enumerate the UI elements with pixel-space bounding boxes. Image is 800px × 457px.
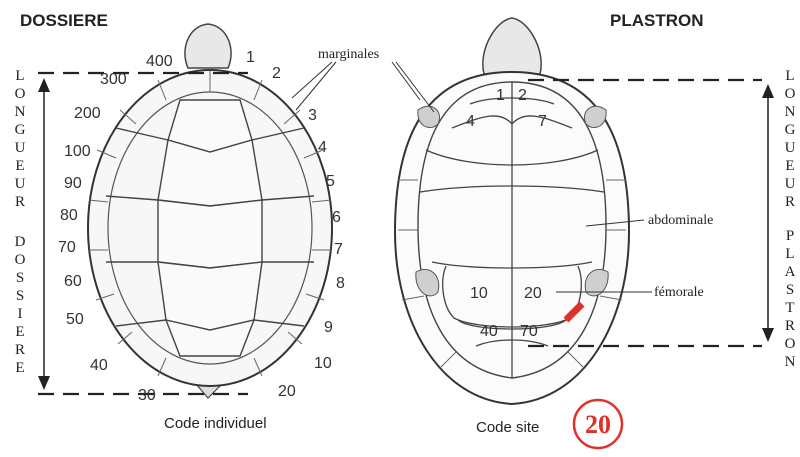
marginal-code-80: 80 <box>60 207 78 224</box>
arrow-down-icon <box>762 328 774 342</box>
dossiere-letter: S <box>16 270 24 286</box>
plastron-letter: R <box>785 318 795 334</box>
marginal-code-3: 3 <box>308 107 317 124</box>
marginal-code-7: 7 <box>334 241 343 258</box>
dossiere-letter: U <box>15 176 26 192</box>
plastron-letter: N <box>785 354 796 370</box>
plastron-letter: P <box>786 228 794 244</box>
marginal-code-30: 30 <box>138 387 156 404</box>
scute-code-1: 1 <box>496 87 505 104</box>
scute-code-70: 70 <box>520 323 538 340</box>
marginales-pointers <box>292 62 434 112</box>
dossiere-letter: N <box>15 104 26 120</box>
dossiere-letter: O <box>15 252 26 268</box>
dossiere-letter: E <box>15 360 24 376</box>
plastron-letter: A <box>785 264 796 280</box>
plastron-letter: R <box>785 194 795 210</box>
dossiere-letter: D <box>15 234 26 250</box>
plastron-letter: N <box>785 104 796 120</box>
marginal-code-70: 70 <box>58 239 76 256</box>
scute-code-10: 10 <box>470 285 488 302</box>
plastron-letter: E <box>785 158 794 174</box>
marginal-code-9: 9 <box>324 319 333 336</box>
arrow-down-icon <box>38 376 50 390</box>
marginal-code-1: 1 <box>246 49 255 66</box>
abdominale-label: abdominale <box>648 213 713 228</box>
dossiere-title: DOSSIERE <box>20 11 108 30</box>
dossiere-letter: E <box>15 158 24 174</box>
arrow-up-icon <box>38 78 50 92</box>
marginal-code-60: 60 <box>64 273 82 290</box>
marginal-code-40: 40 <box>90 357 108 374</box>
marginales-label: marginales <box>318 47 379 62</box>
plastron-letter: O <box>785 336 796 352</box>
scute-code-20: 20 <box>524 285 542 302</box>
code-site-caption: Code site <box>476 419 539 436</box>
dossiere-letter: R <box>15 342 25 358</box>
dossiere-letter: R <box>15 194 25 210</box>
scute-code-40: 40 <box>480 323 498 340</box>
dossiere-letter: E <box>15 324 24 340</box>
dossiere-vertical-label: L O N G U E U R D O S S I E R E <box>15 68 26 376</box>
marginal-code-50: 50 <box>66 311 84 328</box>
arrow-up-icon <box>762 84 774 98</box>
dossiere-letter: I <box>18 306 23 322</box>
dossiere-letter: G <box>15 122 26 138</box>
site-code-number: 20 <box>585 410 611 439</box>
marginal-code-4: 4 <box>318 139 327 156</box>
plastron-letter: S <box>786 282 794 298</box>
plastron-letter: U <box>785 176 796 192</box>
dossiere-letter: O <box>15 86 26 102</box>
plastron-head <box>483 18 541 74</box>
plastron-letter: T <box>785 300 794 316</box>
scute-code-2: 2 <box>518 87 527 104</box>
marginal-code-20: 20 <box>278 383 296 400</box>
plastron-letter: L <box>785 68 794 84</box>
plastron-title: PLASTRON <box>610 11 704 30</box>
plastron-letter: L <box>785 246 794 262</box>
dossiere-letter: L <box>15 68 24 84</box>
marginal-code-90: 90 <box>64 175 82 192</box>
marginal-code-100: 100 <box>64 143 91 160</box>
dossiere-letter: S <box>16 288 24 304</box>
code-individuel-caption: Code individuel <box>164 415 267 432</box>
dossiere-letter: U <box>15 140 26 156</box>
plastron-letter: G <box>785 122 796 138</box>
marginal-code-10: 10 <box>314 355 332 372</box>
marginal-code-200: 200 <box>74 105 101 122</box>
femorale-label: fémorale <box>654 285 704 300</box>
scute-code-7: 7 <box>538 113 547 130</box>
marginal-code-6: 6 <box>332 209 341 226</box>
marginal-code-2: 2 <box>272 65 281 82</box>
plastron-letter: U <box>785 140 796 156</box>
marginal-code-5: 5 <box>326 173 335 190</box>
scute-code-4: 4 <box>466 113 475 130</box>
plastron-vertical-label: L O N G U E U R P L A S T R O N <box>785 68 796 370</box>
marginal-code-8: 8 <box>336 275 345 292</box>
marginal-code-400: 400 <box>146 53 173 70</box>
marginal-code-300: 300 <box>100 71 127 88</box>
dossiere-head <box>185 24 231 68</box>
plastron-letter: O <box>785 86 796 102</box>
